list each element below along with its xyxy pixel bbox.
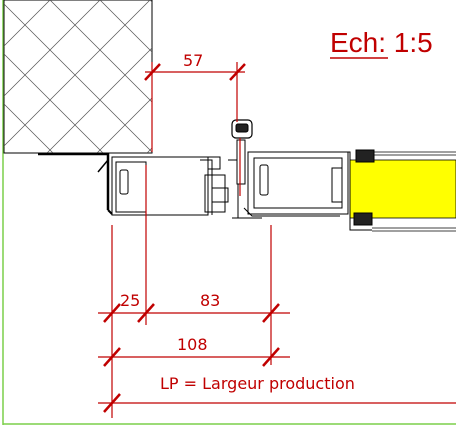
dim-top-offset-text: 57 <box>183 51 203 70</box>
dim-left-offset-text: 25 <box>120 291 140 310</box>
dim-lp-text: LP = Largeur production <box>160 374 355 393</box>
scale-label-text: Ech: 1:5 <box>330 27 433 58</box>
dim-row-3 <box>98 393 456 413</box>
scale-label: Ech: 1:5 <box>330 27 433 59</box>
dim-total-depth-text: 108 <box>177 335 208 354</box>
dim-row-2 <box>98 347 290 367</box>
dim-extension-lines <box>111 165 272 418</box>
dim-row-1 <box>98 303 290 323</box>
frame-profile <box>38 119 375 231</box>
masonry-wall <box>3 0 153 154</box>
dim-frame-depth-text: 83 <box>200 291 220 310</box>
dim-top-offset <box>144 62 246 152</box>
glass-panel <box>349 151 456 232</box>
